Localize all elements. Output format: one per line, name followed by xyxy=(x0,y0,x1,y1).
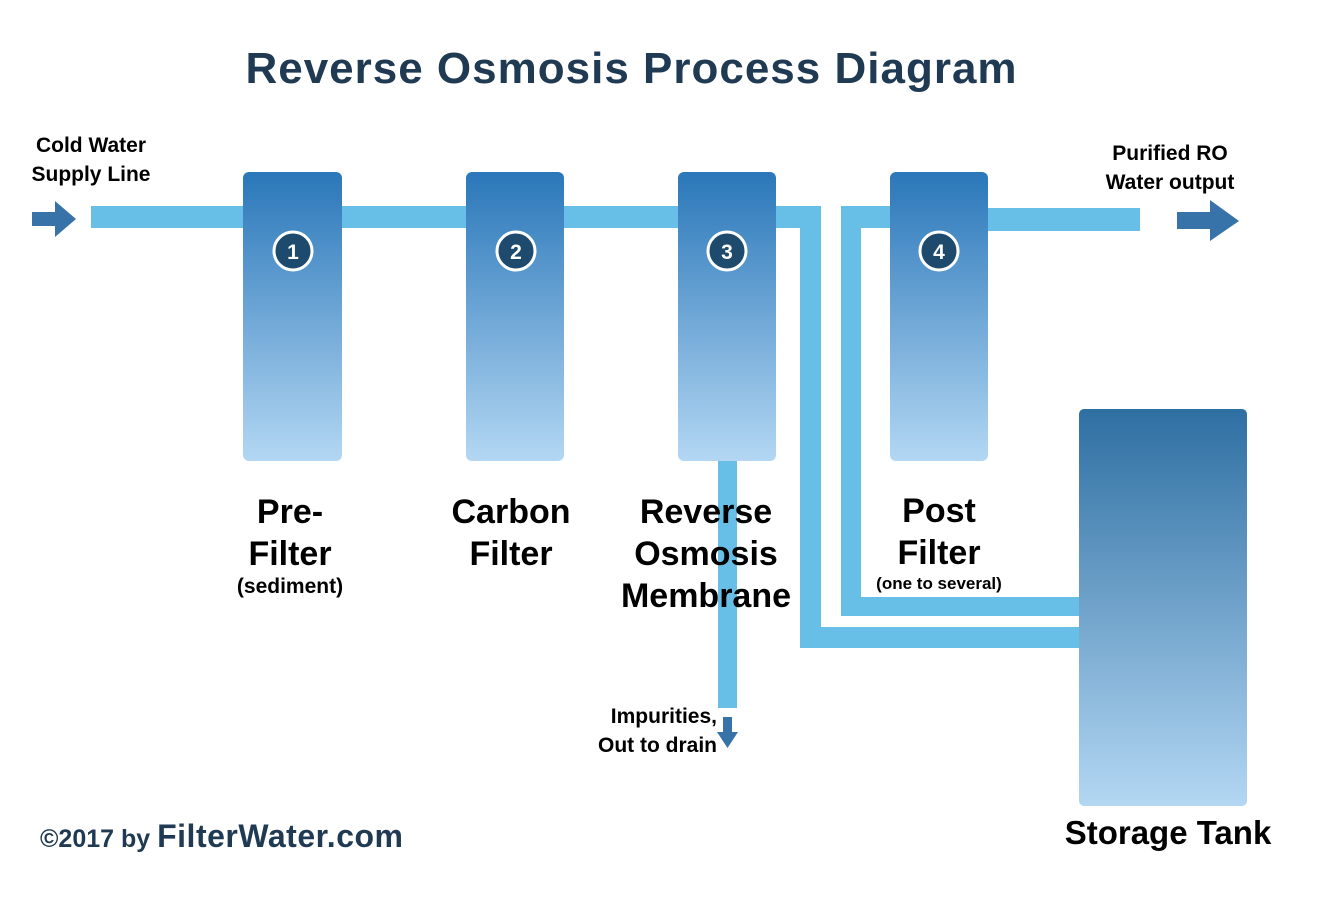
drain-label-line-1: Impurities, xyxy=(610,705,717,728)
stage-1-label: Pre- Filter (sediment) xyxy=(190,491,390,599)
cartridge-4-postfilter xyxy=(890,172,988,461)
stage-number-1: 1 xyxy=(287,241,299,264)
stage-3-label-line-3: Membrane xyxy=(620,577,792,615)
copyright-prefix: ©2017 by xyxy=(40,825,151,853)
stage-number-3: 3 xyxy=(721,241,733,264)
stage-2-label-line-2: Filter xyxy=(469,535,553,573)
cartridge-2-carbon xyxy=(466,172,564,461)
inlet-label-line-2: Supply Line xyxy=(31,163,151,186)
drain-pipe xyxy=(718,458,737,708)
stage-4-label: Post Filter (one to several) xyxy=(853,490,1025,594)
drain-arrow-icon xyxy=(717,717,738,748)
drain-label: Impurities, Out to drain xyxy=(555,702,717,760)
stage-badge-4: 4 xyxy=(918,230,960,272)
outlet-label-line-2: Water output xyxy=(1105,171,1235,194)
copyright-notice: ©2017 by FilterWater.com xyxy=(40,818,403,855)
stage-4-label-line-2: Filter xyxy=(897,534,981,572)
inlet-label: Cold Water Supply Line xyxy=(10,131,172,189)
storage-tank-label: Storage Tank xyxy=(1064,814,1272,851)
cartridge-3-membrane xyxy=(678,172,776,461)
postfilter-feed-pipe xyxy=(841,206,901,228)
stage-4-sublabel: (one to several) xyxy=(876,574,1002,593)
stage-number-4: 4 xyxy=(933,241,945,264)
purified-output-pipe xyxy=(975,208,1140,231)
stage-1-label-line-2: Filter xyxy=(248,535,332,573)
membrane-to-tank-pipe-vertical xyxy=(800,206,821,648)
stage-number-2: 2 xyxy=(510,241,522,264)
outlet-arrow-icon xyxy=(1177,200,1239,241)
copyright-brand: FilterWater.com xyxy=(157,818,404,854)
stage-4-label-line-1: Post xyxy=(902,492,976,530)
stage-3-label-line-1: Reverse xyxy=(639,493,773,531)
stage-badge-2: 2 xyxy=(495,230,537,272)
storage-tank xyxy=(1079,409,1247,806)
stage-1-label-line-1: Pre- xyxy=(256,493,324,531)
stage-badge-3: 3 xyxy=(706,230,748,272)
outlet-label: Purified RO Water output xyxy=(1082,139,1258,197)
stage-3-label-line-2: Osmosis xyxy=(634,535,778,573)
inlet-label-line-1: Cold Water xyxy=(35,134,147,157)
stage-2-label: Carbon Filter xyxy=(411,491,611,575)
stage-1-sublabel: (sediment) xyxy=(236,575,344,598)
outlet-label-line-1: Purified RO xyxy=(1112,142,1228,165)
filter-cartridges xyxy=(243,172,988,461)
cartridge-1-prefilter xyxy=(243,172,342,461)
stage-badge-1: 1 xyxy=(272,230,314,272)
page-title: Reverse Osmosis Process Diagram xyxy=(245,44,1018,93)
tank-to-postfilter-pipe-vertical xyxy=(841,206,861,616)
drain-label-line-2: Out to drain xyxy=(598,734,717,757)
stage-3-label: Reverse Osmosis Membrane xyxy=(596,491,816,617)
membrane-to-tank-pipe-horizontal xyxy=(800,627,1082,648)
tank-to-postfilter-pipe-horizontal xyxy=(841,597,1082,616)
inlet-arrow-icon xyxy=(32,201,76,237)
stage-2-label-line-1: Carbon xyxy=(451,493,571,531)
